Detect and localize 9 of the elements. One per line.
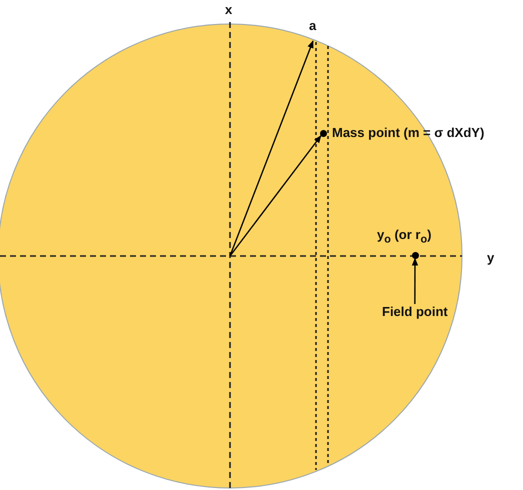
point-label: y$_{o}$ (or r$_{o}$) <box>377 227 432 248</box>
axis-label: x <box>225 2 232 17</box>
point-label: a <box>309 18 316 33</box>
axis-label: y <box>487 250 494 265</box>
point-label: Mass point (m = σ dXdY) <box>332 125 484 140</box>
point-label: Field point <box>382 304 448 319</box>
arrow <box>229 135 322 256</box>
arrow <box>412 258 418 304</box>
arrow <box>229 40 314 256</box>
